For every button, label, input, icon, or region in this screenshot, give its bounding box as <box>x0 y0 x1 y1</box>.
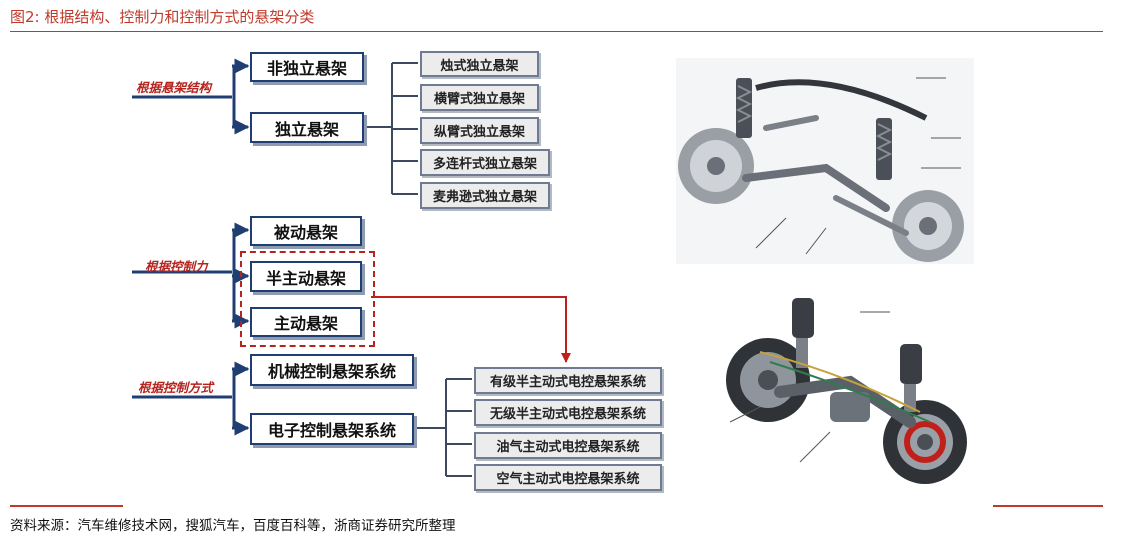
air-suspension-image <box>720 292 974 488</box>
box-active: 主动悬架 <box>250 307 362 337</box>
box-hydropneumatic-active: 油气主动式电控悬架系统 <box>474 432 662 459</box>
title-underline <box>10 31 1103 32</box>
source-rule-right <box>993 505 1103 507</box>
box-candle-type: 烛式独立悬架 <box>420 51 539 77</box>
box-stepless-semi-active: 无级半主动式电控悬架系统 <box>474 399 662 426</box>
box-multi-link: 多连杆式独立悬架 <box>420 149 550 176</box>
box-macpherson: 麦弗逊式独立悬架 <box>420 182 550 209</box>
source-note: 资料来源：汽车维修技术网，搜狐汽车，百度百科等，浙商证券研究所整理 <box>10 518 456 534</box>
source-rule-left <box>10 505 123 507</box>
category-control-force: 根据控制力 <box>145 259 208 274</box>
independent-suspension-image <box>676 58 974 264</box>
box-air-active: 空气主动式电控悬架系统 <box>474 464 662 491</box>
box-independent: 独立悬架 <box>250 112 364 143</box>
figure-title: 图2: 根据结构、控制力和控制方式的悬架分类 <box>10 8 315 26</box>
box-trailing-arm: 纵臂式独立悬架 <box>420 117 539 144</box>
box-transverse-arm: 横臂式独立悬架 <box>420 84 539 111</box>
box-electronic: 电子控制悬架系统 <box>250 413 414 445</box>
box-non-independent: 非独立悬架 <box>250 52 364 82</box>
dashed-highlight <box>240 251 375 347</box>
box-semi-active: 半主动悬架 <box>250 261 362 292</box>
category-control-method: 根据控制方式 <box>138 380 214 395</box>
box-stepped-semi-active: 有级半主动式电控悬架系统 <box>474 367 662 394</box>
category-structure: 根据悬架结构 <box>136 80 212 95</box>
box-mechanical: 机械控制悬架系统 <box>250 354 414 386</box>
box-passive: 被动悬架 <box>250 216 362 246</box>
